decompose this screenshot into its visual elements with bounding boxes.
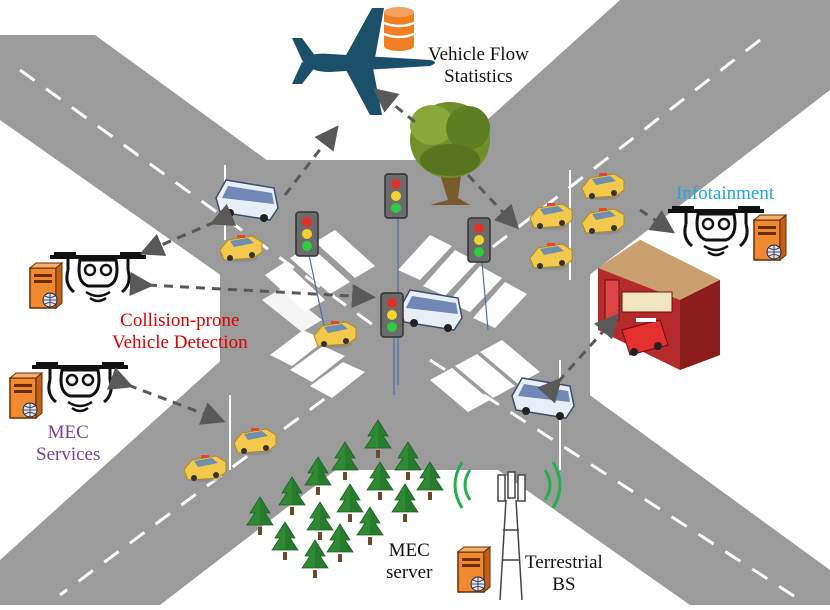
mec-services-label: MEC Services <box>36 422 100 466</box>
infotainment-label: Infotainment <box>676 183 775 204</box>
database-icon <box>383 7 415 51</box>
airplane-icon <box>292 8 435 115</box>
vehicle-flow-label: Vehicle Flow Statistics <box>428 44 529 88</box>
vehicle-flow-line2: Statistics <box>444 66 513 87</box>
server-icon-left-lower <box>9 372 43 419</box>
terrestrial-bs-label: Terrestrial BS <box>525 552 603 596</box>
cell-tower-icon <box>453 461 562 601</box>
server-icon-right <box>753 214 787 261</box>
collision-line1: Collision-prone <box>120 310 240 331</box>
collision-line2: Vehicle Detection <box>112 332 248 353</box>
mec-server-line2: server <box>386 562 433 583</box>
tree-icon <box>410 102 490 205</box>
mec-server-label: MEC server <box>386 540 432 584</box>
drone-icon-left-upper <box>48 250 148 303</box>
drone-icon-left-lower <box>30 360 130 413</box>
mec-services-line2: Services <box>36 444 101 465</box>
server-icon-left-upper <box>29 262 63 309</box>
mec-services-line1: MEC <box>47 422 89 443</box>
server-icon-mec <box>457 546 491 593</box>
terrestrial-bs-line1: Terrestrial <box>525 552 603 573</box>
collision-label: Collision-prone Vehicle Detection <box>112 310 248 354</box>
fire-station-icon <box>598 240 720 370</box>
mec-server-line1: MEC <box>388 540 430 561</box>
terrestrial-bs-line2: BS <box>552 574 576 595</box>
communication-arrows <box>106 88 675 425</box>
drone-icon-right <box>666 204 766 257</box>
vehicle-flow-line1: Vehicle Flow <box>428 44 529 65</box>
